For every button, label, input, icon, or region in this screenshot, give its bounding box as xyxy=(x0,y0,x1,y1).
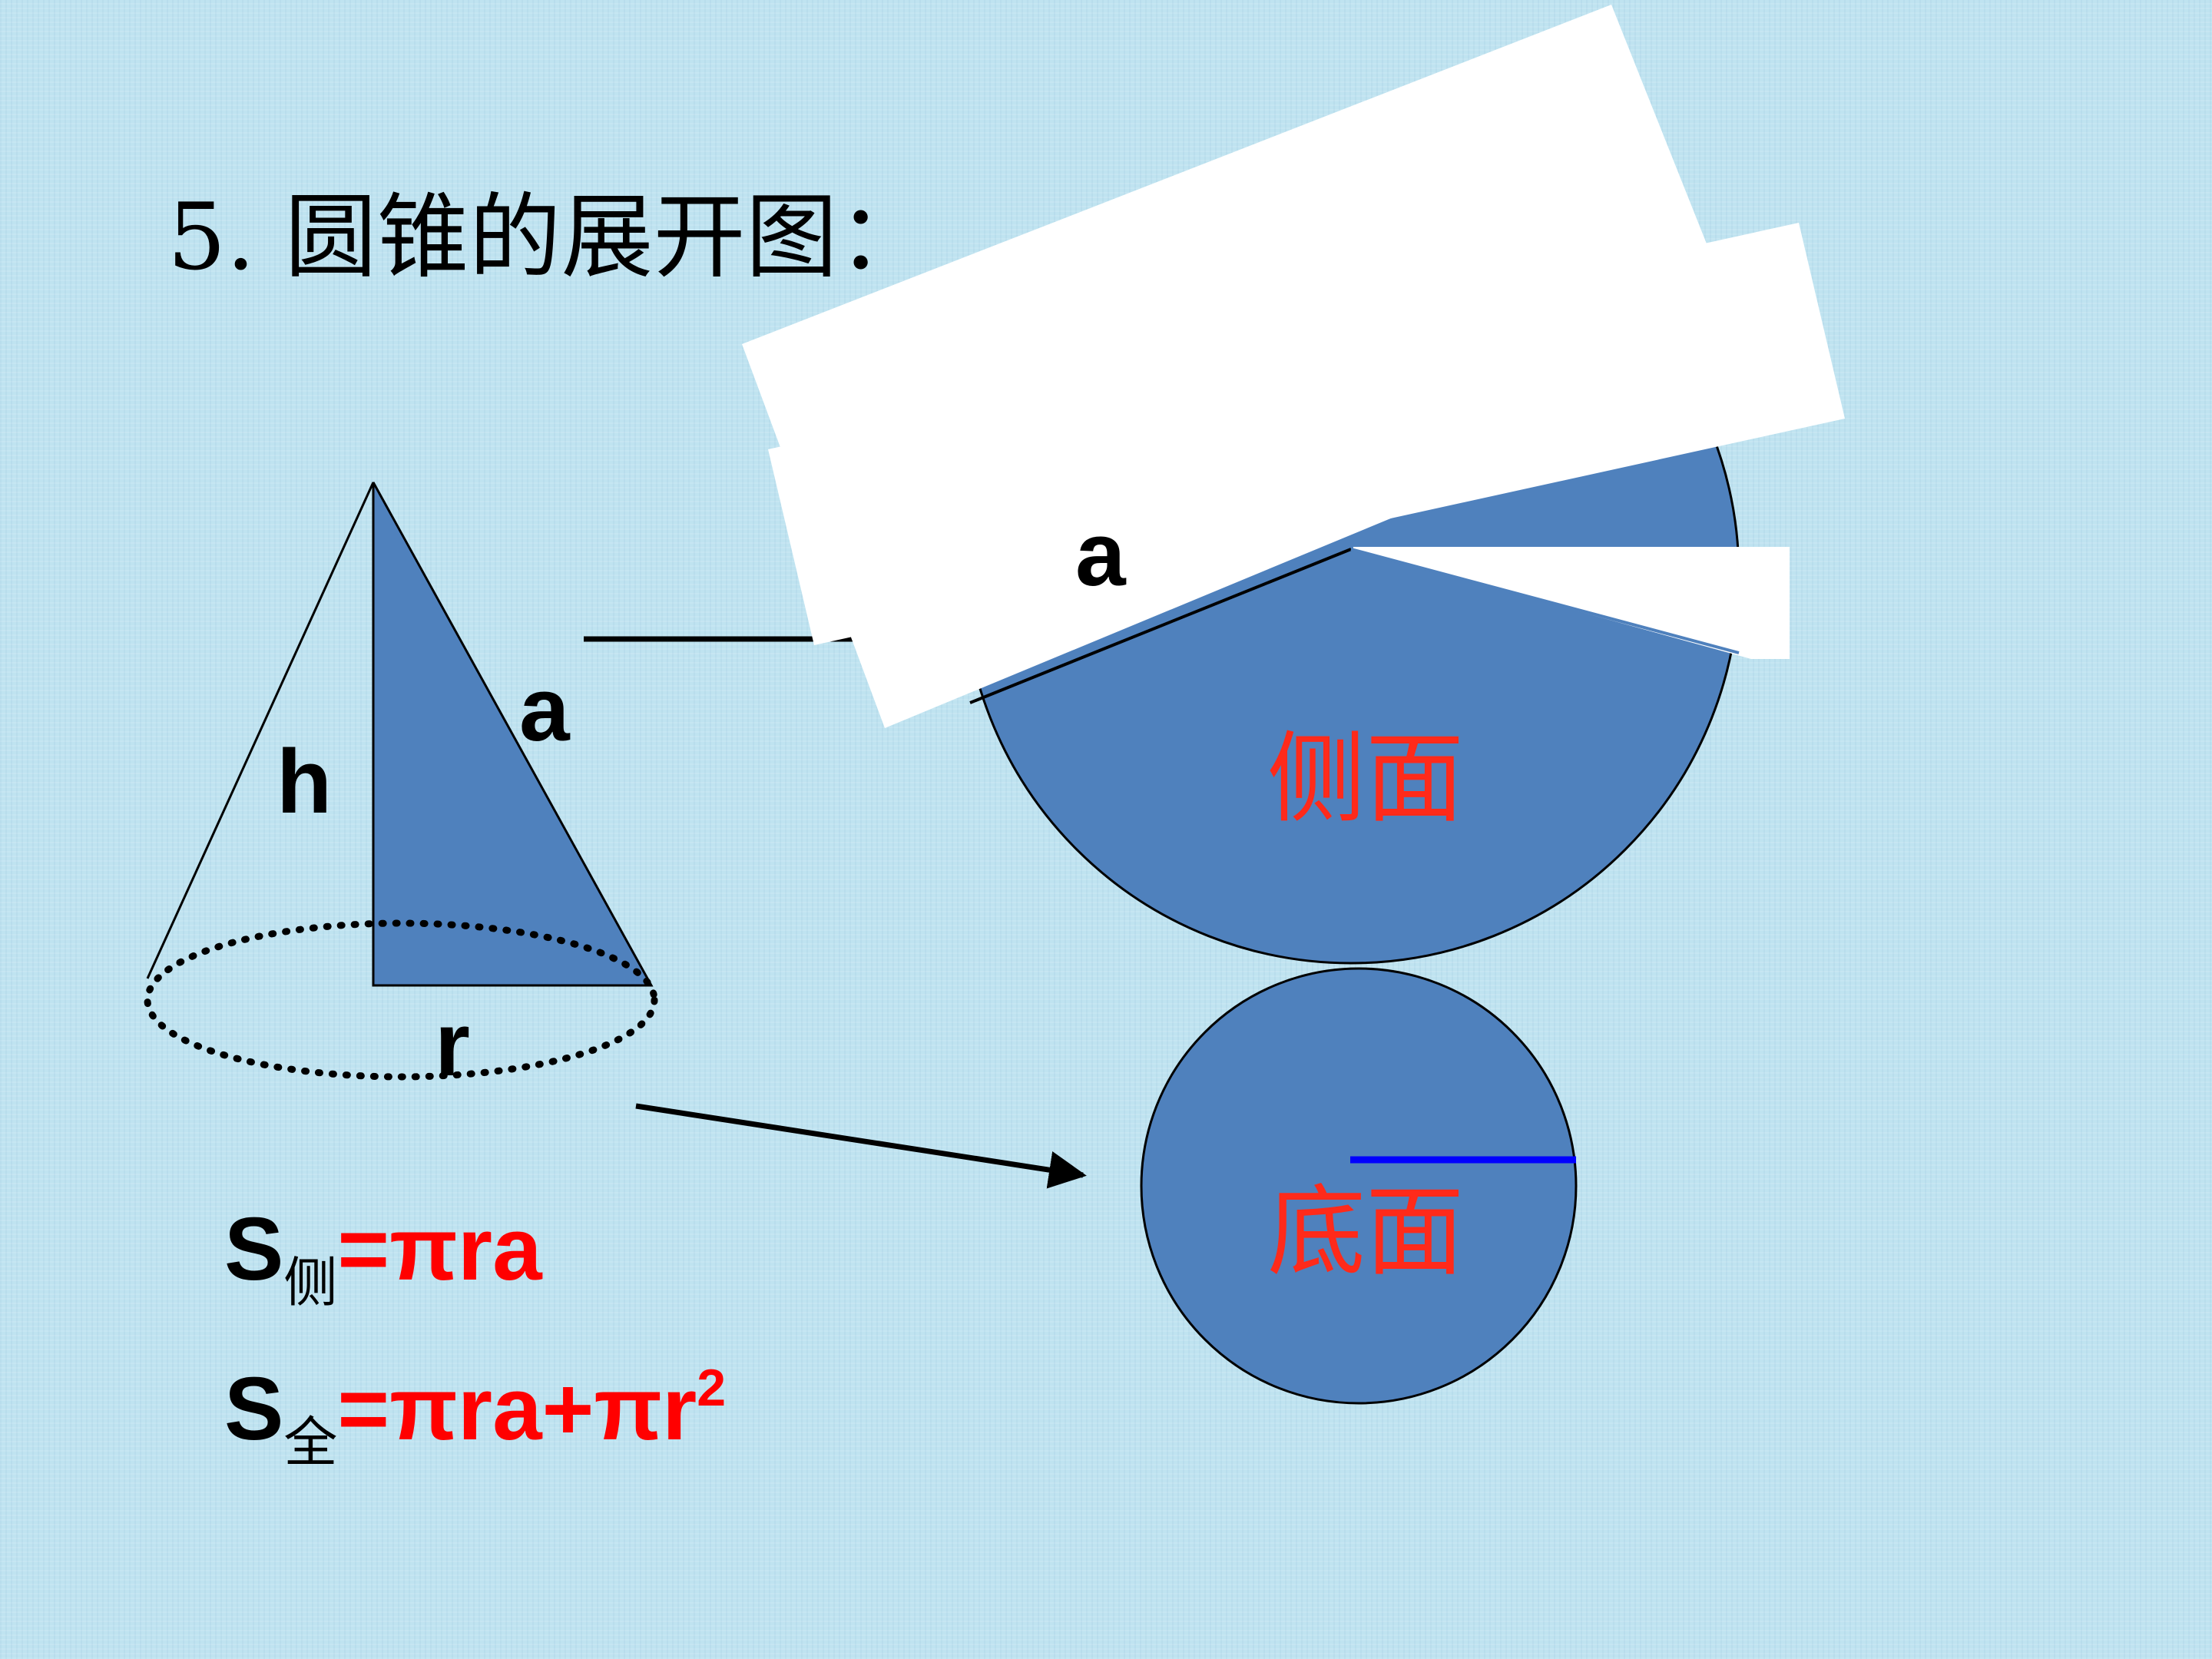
lateral-face-label: 侧面 xyxy=(1267,722,1464,836)
cover-rectangle-right xyxy=(1353,547,1790,659)
cone-cross-section xyxy=(372,482,654,987)
cone-figure: h a r xyxy=(144,482,658,1095)
cone-left-slant-edge xyxy=(146,482,375,979)
lateral-face-radius-left xyxy=(969,548,1352,704)
base-face-label: 底面 xyxy=(1267,1175,1464,1290)
total-formula-symbol: S xyxy=(224,1359,283,1459)
total-area-formula: S全=πra+πr2 xyxy=(224,1359,726,1474)
lateral-formula-subscript: 侧 xyxy=(283,1251,337,1314)
cone-radius-label: r xyxy=(435,994,470,1095)
cone-slant-label: a xyxy=(519,659,571,760)
lateral-area-formula: S侧=πra xyxy=(224,1199,543,1314)
net-slant-label: a xyxy=(1075,504,1127,605)
cone-base-ellipse xyxy=(144,919,658,1081)
lateral-face-radius-right xyxy=(1350,548,1740,654)
total-formula-subscript: 全 xyxy=(283,1411,337,1474)
total-formula-superscript: 2 xyxy=(697,1359,726,1417)
lateral-formula-expression: =πra xyxy=(337,1199,543,1299)
cone-height-label: h xyxy=(276,731,332,833)
cover-rectangle-front xyxy=(742,5,1756,728)
slide-title: 5. 圆锥的展开图： xyxy=(167,184,930,291)
arrow-to-base-face xyxy=(635,1103,1087,1189)
lateral-formula-symbol: S xyxy=(224,1199,283,1299)
total-formula-expression: =πra+πr xyxy=(337,1359,697,1459)
base-face-circle xyxy=(1140,967,1578,1405)
